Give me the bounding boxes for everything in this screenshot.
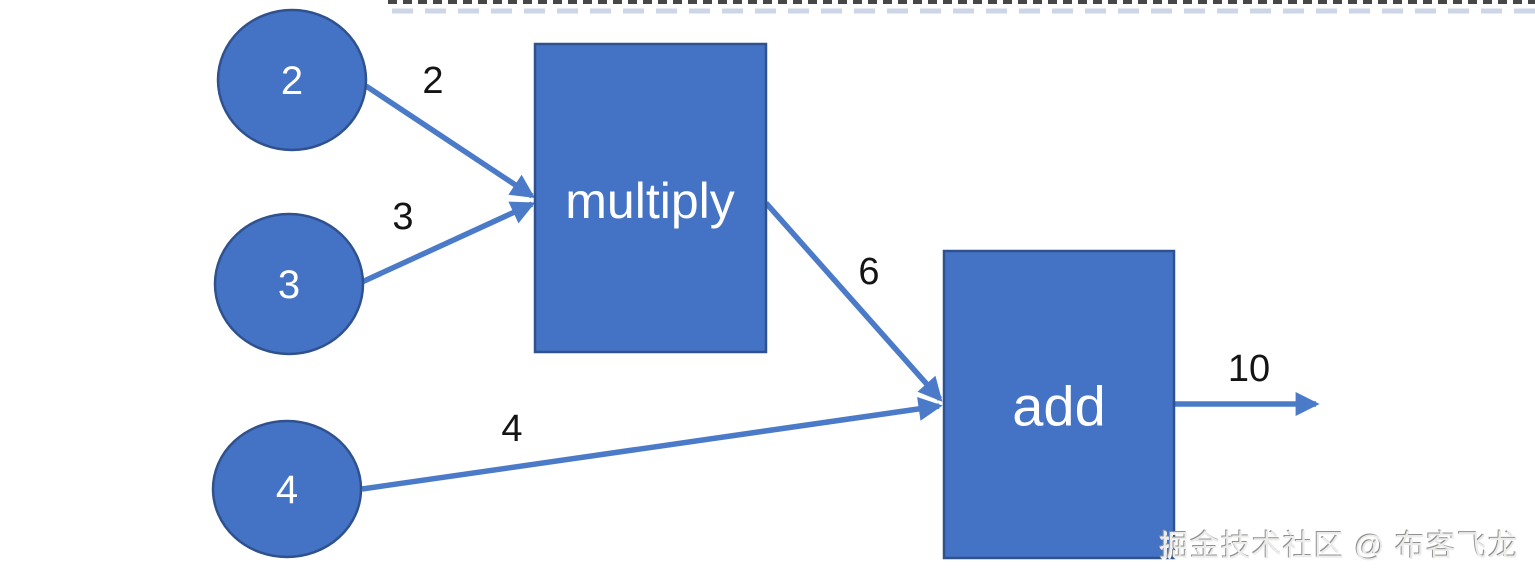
- edge-line: [364, 83, 536, 199]
- node-const-2-label: 2: [281, 59, 303, 103]
- edge-add-to-output: 10: [1175, 348, 1320, 416]
- node-op-add-label: add: [1012, 375, 1105, 438]
- node-const-4: 4: [211, 419, 363, 559]
- edge-multiply-to-add: 6: [763, 201, 943, 402]
- edge-line: [361, 397, 943, 492]
- circle-shape: [216, 8, 368, 152]
- edge-const2-to-multiply: 2: [364, 60, 536, 199]
- circle-shape: [213, 212, 365, 356]
- edge-const3-to-multiply: 3: [360, 196, 536, 285]
- node-op-multiply-label: multiply: [565, 173, 734, 229]
- edge-const4-to-add: 4: [361, 397, 943, 492]
- rect-shape: [533, 42, 768, 354]
- edge-label-const4-add: 4: [501, 408, 522, 450]
- circle-shape: [211, 419, 363, 559]
- edge-label-const3-multiply: 3: [392, 196, 413, 238]
- node-const-3: 3: [213, 212, 365, 356]
- edge-line: [360, 201, 536, 285]
- edge-line: [763, 201, 943, 402]
- node-const-3-label: 3: [278, 263, 300, 307]
- edge-label-add-output: 10: [1228, 348, 1270, 390]
- node-const-4-label: 4: [276, 468, 298, 512]
- node-op-add: add: [942, 249, 1176, 560]
- node-const-2: 2: [216, 8, 368, 152]
- watermark: 掘金技术社区 @ 布客飞龙: [1158, 530, 1519, 563]
- rect-shape: [942, 249, 1176, 560]
- edge-label-multiply-add: 6: [858, 251, 879, 293]
- edge-label-const2-multiply: 2: [422, 60, 443, 102]
- node-op-multiply: multiply: [533, 42, 768, 354]
